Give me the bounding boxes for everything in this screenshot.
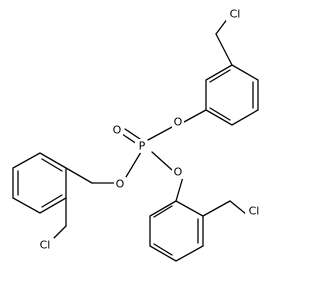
p-o-double-bond xyxy=(121,133,138,145)
aromatic-inner-bond xyxy=(41,158,63,172)
oxygen-atom-label: O xyxy=(174,166,183,179)
ch2-bond xyxy=(202,200,231,217)
benzene-ring-lower-right xyxy=(149,200,204,262)
aromatic-inner-bond xyxy=(41,194,63,208)
benzene-ring-upper-right xyxy=(205,64,259,126)
chlorine-atom-label: Cl xyxy=(230,8,241,21)
p-o-bond xyxy=(147,126,173,141)
chemical-structure: P O O O O Cl Cl Cl xyxy=(12,7,263,262)
chlorine-atom-label: Cl xyxy=(40,239,51,252)
p-o-bond xyxy=(151,151,173,171)
p-o-bond xyxy=(125,151,142,178)
oxygen-atom-label: O xyxy=(116,178,125,191)
oxygen-atom-label: O xyxy=(113,124,122,137)
aromatic-inner-bond xyxy=(209,69,231,83)
aromatic-inner-bond xyxy=(153,205,173,218)
oxygen-atom-label: O xyxy=(174,116,183,129)
aromatic-inner-bond xyxy=(153,243,173,256)
p-o-double-bond xyxy=(124,128,141,140)
ch2-bond xyxy=(215,33,233,66)
c-cl-bond xyxy=(229,200,247,215)
aromatic-inner-bond xyxy=(209,107,231,121)
phosphorus-atom-label: P xyxy=(139,140,146,153)
benzene-ring-left xyxy=(12,152,67,214)
aryl-o-bond xyxy=(65,167,93,184)
atom-label-layer: P O O O O Cl Cl Cl xyxy=(36,7,263,252)
o-aryl-bond xyxy=(175,176,184,202)
chlorine-atom-label: Cl xyxy=(249,205,260,218)
o-aryl-bond xyxy=(183,109,207,123)
